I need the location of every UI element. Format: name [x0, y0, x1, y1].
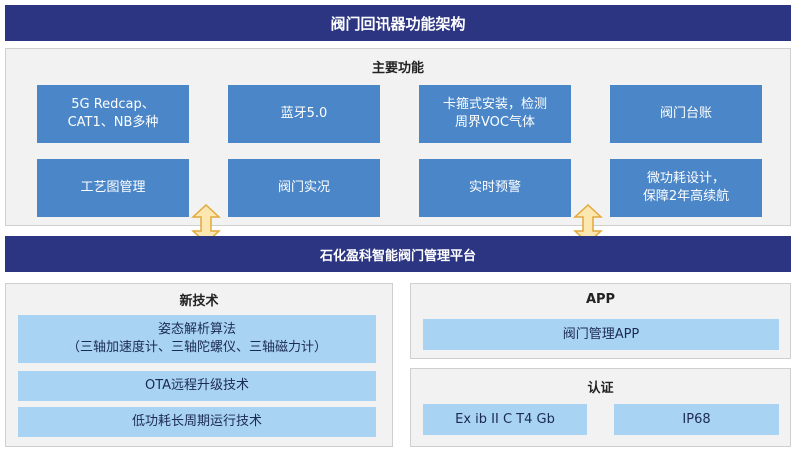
- function-box-live-status: 阀门实况: [228, 159, 380, 217]
- main-functions-heading: 主要功能: [371, 61, 424, 76]
- function-box-bluetooth: 蓝牙5.0: [228, 85, 380, 143]
- certification-panel: 认证 Ex ib II C T4 Gb IP68: [410, 368, 791, 447]
- function-box-low-power: 微功耗设计， 保障2年高续航: [610, 159, 762, 217]
- function-box-ledger: 阀门台账: [610, 85, 762, 143]
- function-box-network: 5G Redcap、 CAT1、NB多种: [37, 85, 189, 143]
- app-box-valve-management: 阀门管理APP: [423, 319, 779, 350]
- tech-box-low-power-run: 低功耗长周期运行技术: [18, 407, 376, 437]
- tech-box-ota: OTA远程升级技术: [18, 371, 376, 401]
- app-panel: APP 阀门管理APP: [410, 283, 791, 359]
- app-heading: APP: [585, 292, 616, 307]
- platform-bar: 石化盈科智能阀门管理平台: [5, 236, 791, 272]
- function-box-process-map: 工艺图管理: [37, 159, 189, 217]
- certification-heading: 认证: [587, 381, 614, 396]
- title-bar: 阀门回讯器功能架构: [5, 5, 791, 41]
- main-functions-panel: 主要功能 5G Redcap、 CAT1、NB多种 蓝牙5.0 卡箍式安装，检测…: [5, 48, 791, 226]
- cert-box-ip68: IP68: [614, 404, 779, 435]
- new-tech-heading: 新技术: [179, 294, 219, 309]
- tech-box-attitude-algorithm: 姿态解析算法 （三轴加速度计、三轴陀螺仪、三轴磁力计）: [18, 315, 376, 363]
- platform-label: 石化盈科智能阀门管理平台: [319, 248, 476, 264]
- function-box-voc: 卡箍式安装，检测 周界VOC气体: [419, 85, 571, 143]
- new-tech-panel: 新技术 姿态解析算法 （三轴加速度计、三轴陀螺仪、三轴磁力计） OTA远程升级技…: [5, 283, 393, 447]
- page-title: 阀门回讯器功能架构: [330, 14, 466, 33]
- function-box-alert: 实时预警: [419, 159, 571, 217]
- cert-box-ex: Ex ib II C T4 Gb: [423, 404, 587, 435]
